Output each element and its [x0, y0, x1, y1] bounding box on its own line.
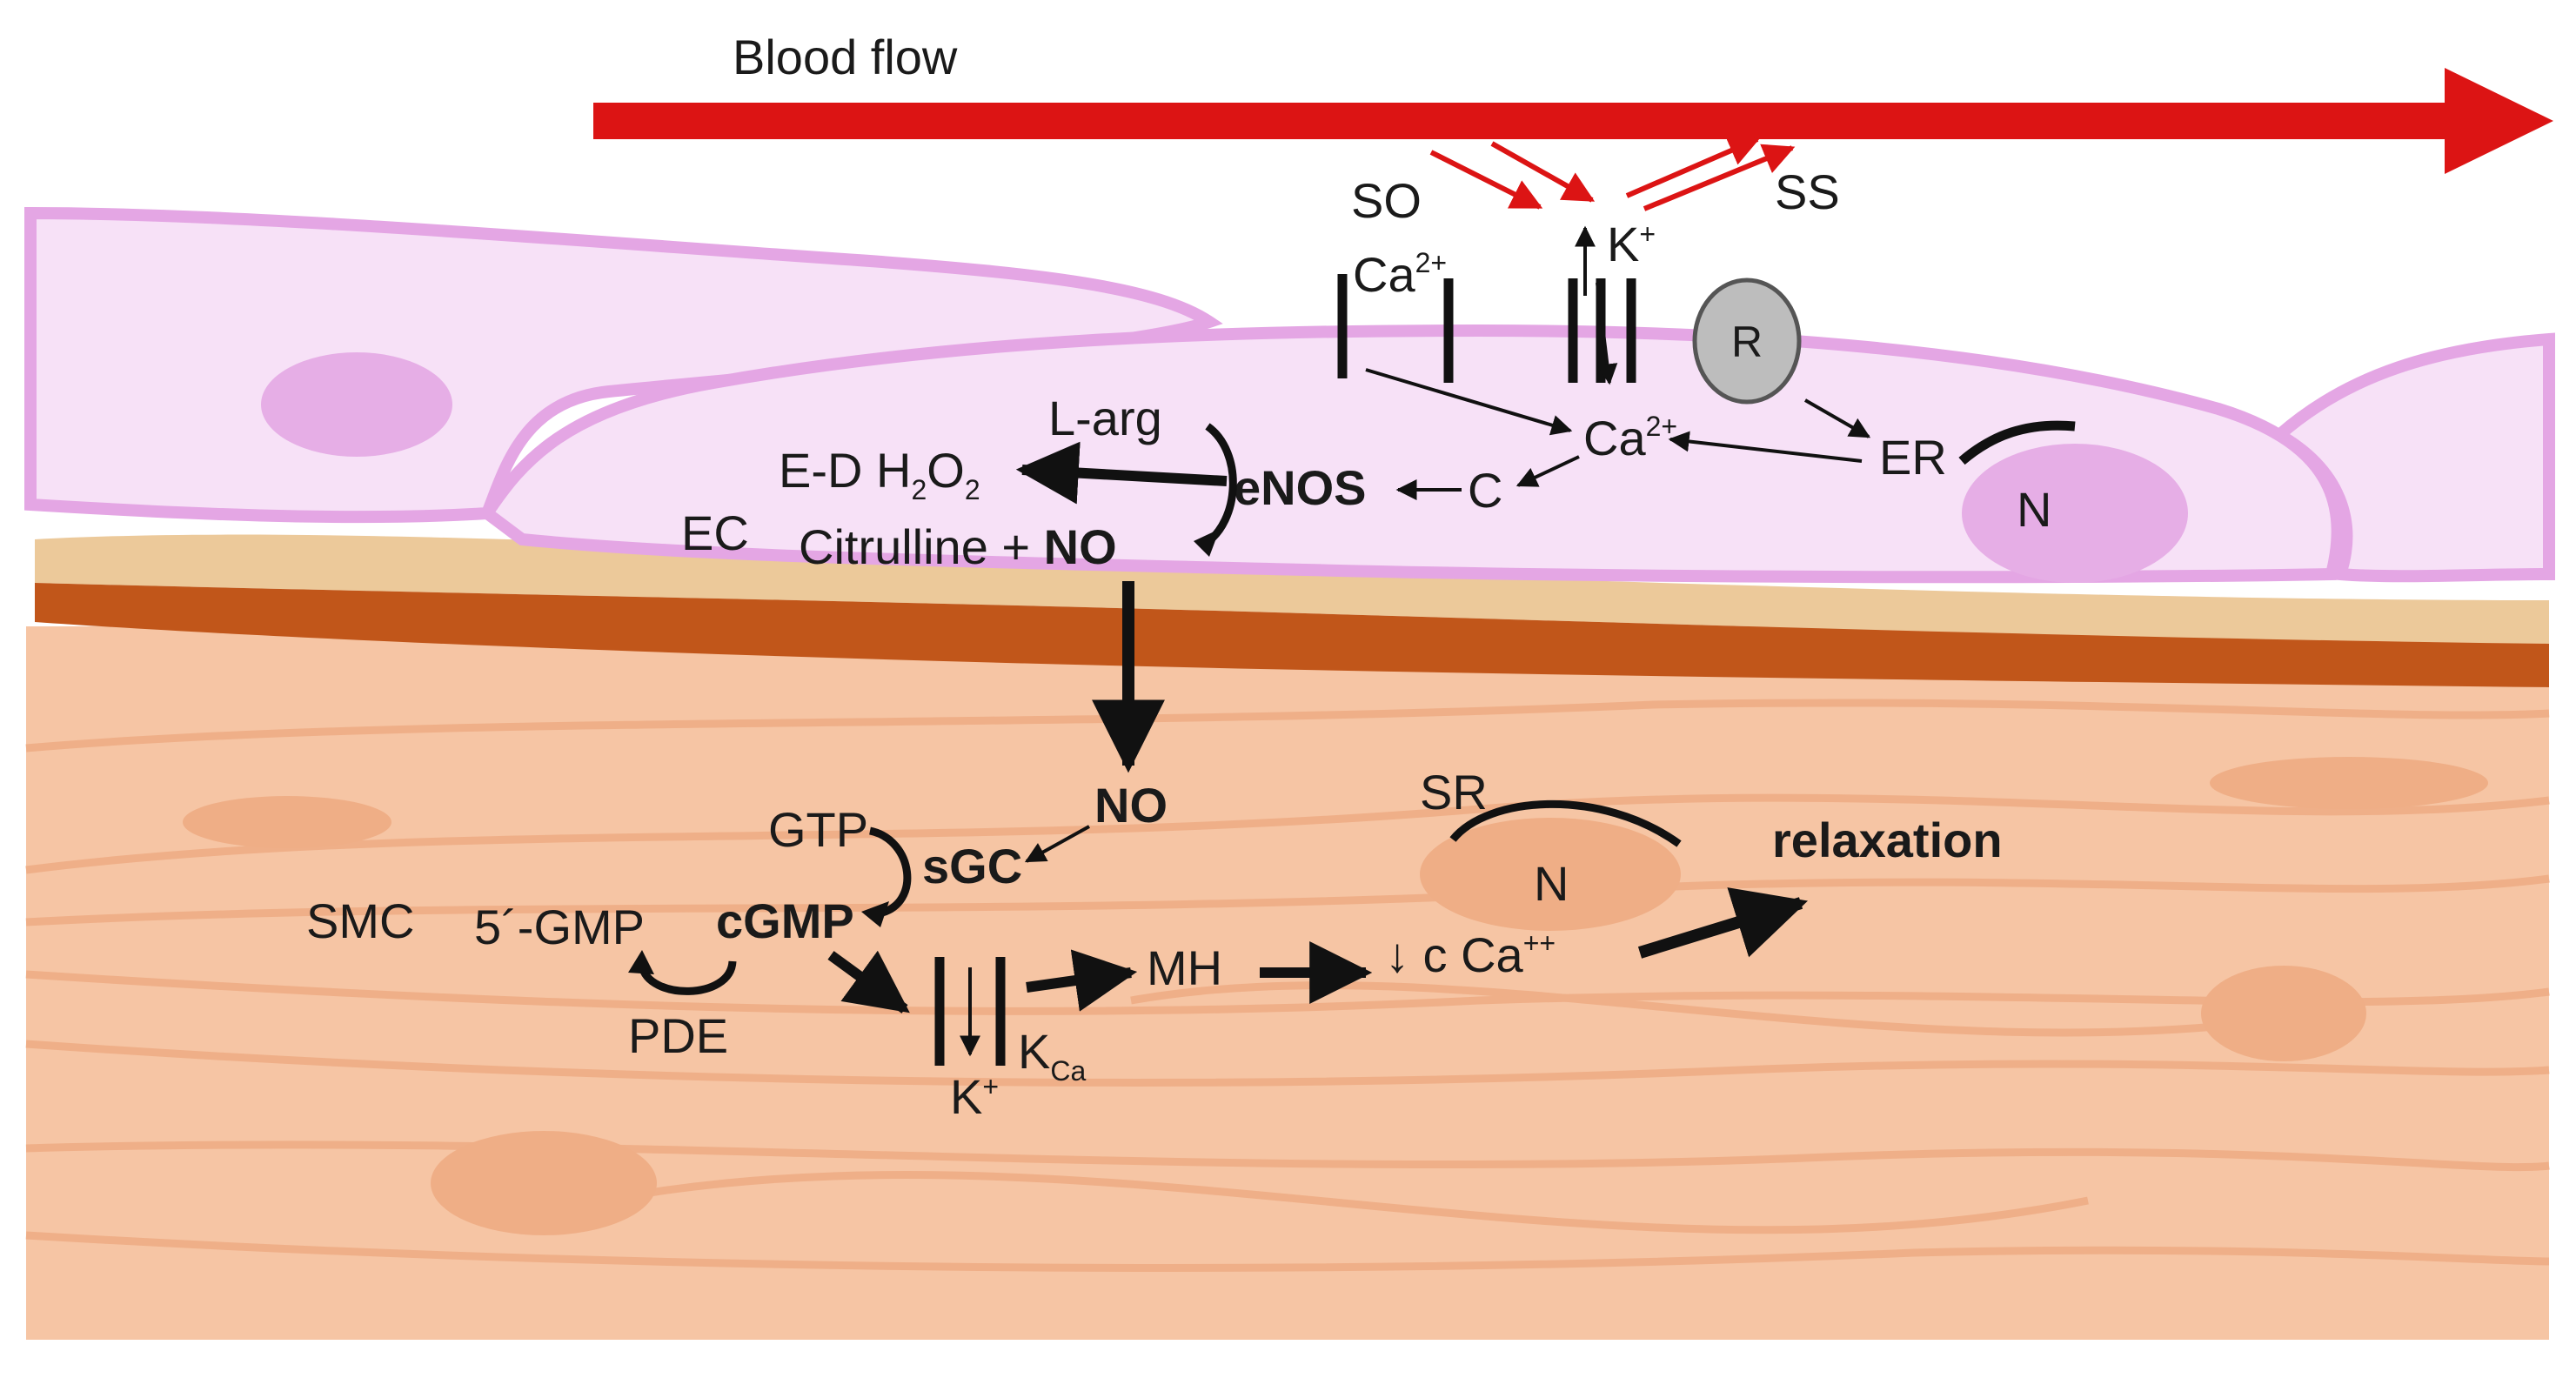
pde-reaction-head	[628, 950, 654, 974]
c-label: C	[1468, 463, 1502, 518]
receptor-label: R	[1731, 318, 1763, 366]
citrulline-label: Citrulline + NO	[799, 519, 1117, 574]
smc-label: SMC	[306, 893, 414, 948]
l-arg-label: L-arg	[1048, 391, 1162, 445]
sgc-reaction-head	[861, 901, 889, 927]
er-label: ER	[1879, 430, 1947, 485]
basement-membrane-dark	[35, 583, 2549, 687]
pde-label: PDE	[628, 1008, 728, 1063]
h2o2-arrow	[1015, 441, 1228, 505]
enos-label: eNOS	[1234, 460, 1367, 515]
n-ec-label: N	[2017, 482, 2051, 537]
endothelial-layer	[24, 206, 2555, 584]
shear-arrows	[1429, 136, 1796, 211]
sgc-label: sGC	[922, 839, 1022, 893]
sgc-reaction-curve	[868, 826, 912, 918]
sr-membrane	[1449, 799, 1682, 847]
signal-arrows-thin	[1365, 368, 1871, 500]
five-gmp-label: 5´-GMP	[474, 900, 645, 954]
k-plus-label-top: K+	[1607, 217, 1656, 271]
ca-channel	[1337, 274, 1454, 383]
ed-h2o2-label: E-D H2O2	[779, 443, 980, 505]
kca-label: KCa	[1018, 1024, 1086, 1087]
k-influx-arrow	[1596, 282, 1618, 385]
receptor	[1692, 278, 1802, 405]
ec-label: EC	[681, 505, 749, 560]
k-plus-label-bottom: K+	[950, 1069, 999, 1124]
no-to-sgc-arrow	[1024, 825, 1090, 863]
n-smc-label: N	[1534, 856, 1569, 911]
smc-nucleus	[1420, 818, 1681, 931]
mh-label: MH	[1147, 940, 1222, 995]
blood-flow-label: Blood flow	[733, 30, 958, 84]
ca-decrease-label: ↓ c Ca++	[1385, 927, 1556, 982]
relaxation-label: relaxation	[1772, 813, 2003, 867]
basement-membrane-light	[35, 534, 2549, 644]
cgmp-label: cGMP	[716, 893, 854, 948]
ca-channel-label: Ca2+	[1353, 247, 1447, 302]
er-membrane	[1958, 420, 2076, 465]
kca-to-mh-arrow	[1026, 949, 1138, 1012]
kca-channel	[934, 957, 1006, 1066]
no-smc-label: NO	[1094, 778, 1168, 833]
relaxation-arrow	[1637, 887, 1809, 959]
so-label: SO	[1351, 173, 1422, 228]
smooth-muscle-layer	[25, 626, 2550, 1340]
sr-label: SR	[1420, 765, 1488, 819]
ss-label: SS	[1775, 164, 1840, 219]
gtp-label: GTP	[768, 802, 868, 857]
cgmp-to-kca-arrow	[827, 950, 910, 1013]
enos-reaction-head	[1194, 529, 1220, 557]
pde-reaction-curve	[638, 960, 737, 995]
blood-flow-arrow	[593, 68, 2553, 174]
